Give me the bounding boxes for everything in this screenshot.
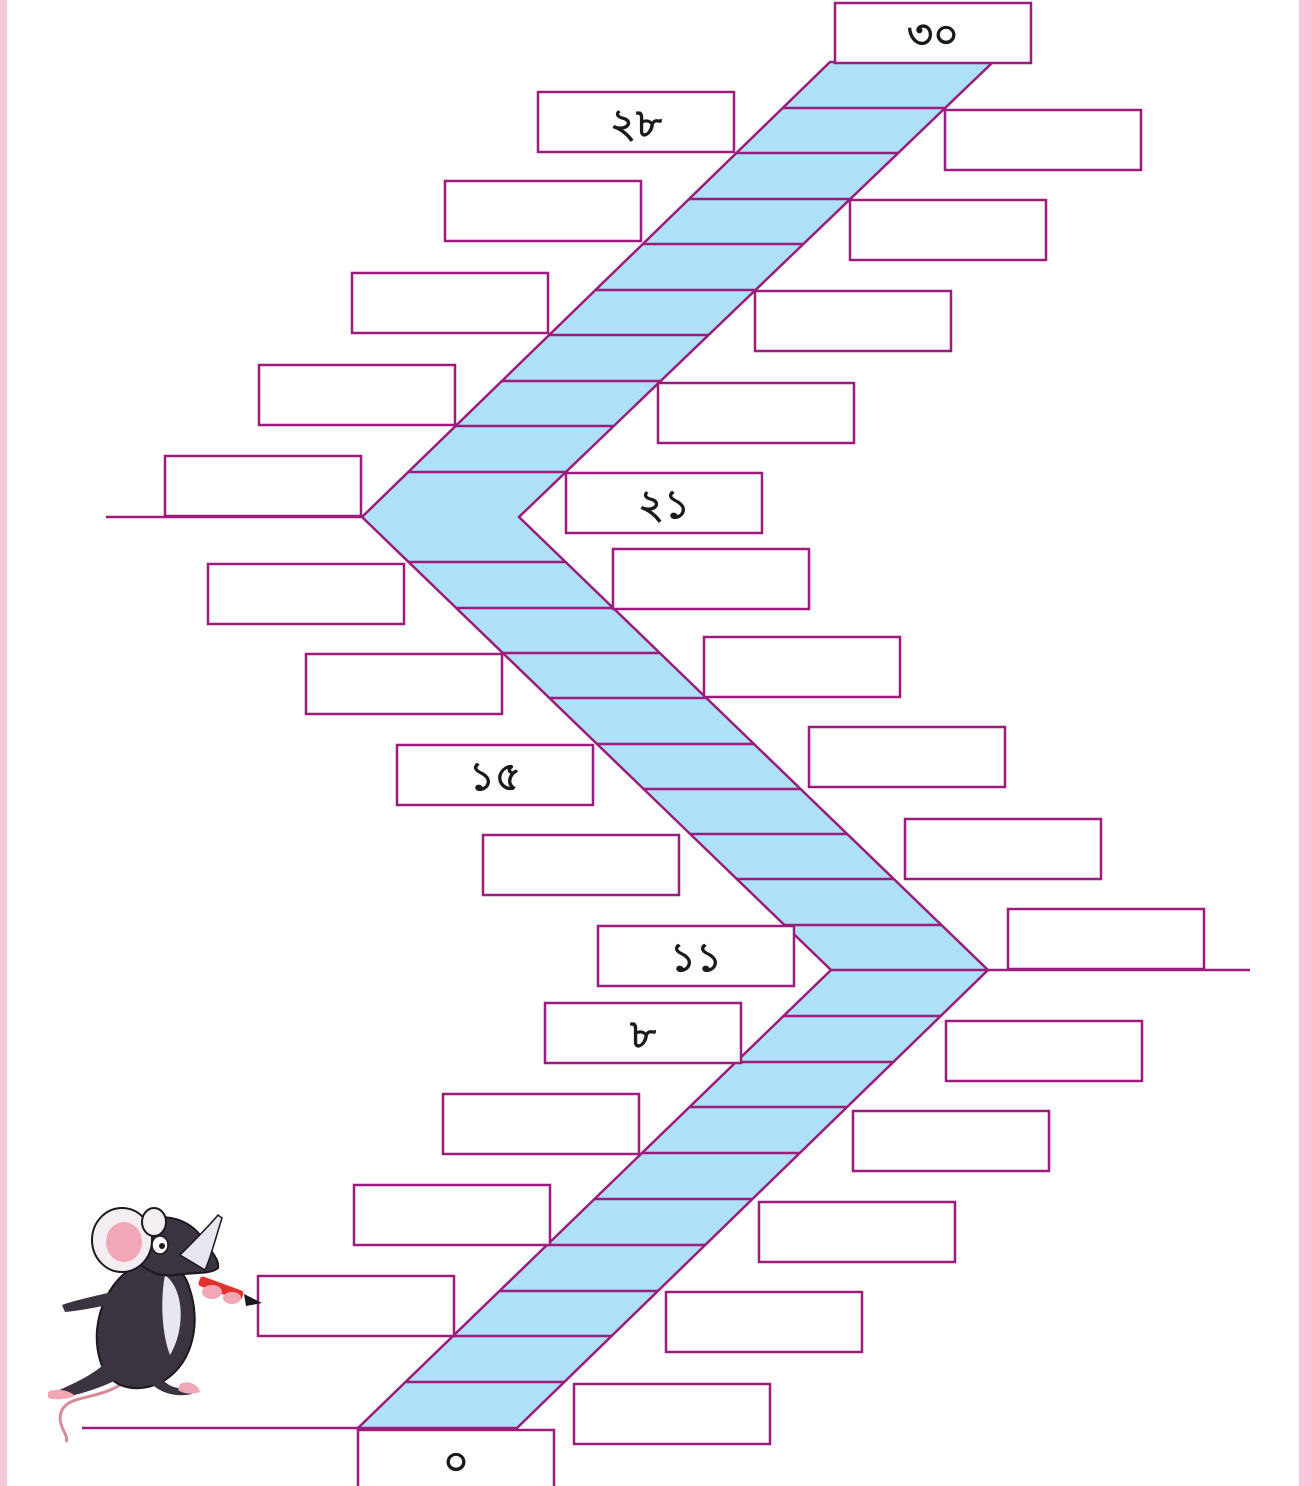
mouse-pupil — [159, 1243, 165, 1249]
number-box-given: ২১ — [566, 473, 762, 533]
number-box-frame[interactable] — [755, 291, 951, 351]
number-box-label: ২৮ — [610, 101, 663, 147]
number-box-blank[interactable] — [443, 1094, 639, 1154]
number-box-frame[interactable] — [574, 1384, 770, 1444]
number-box-frame[interactable] — [443, 1094, 639, 1154]
mouse-illustration — [48, 1208, 262, 1442]
number-box-given: ২৮ — [538, 92, 734, 152]
number-box-frame[interactable] — [352, 273, 548, 333]
number-box-frame[interactable] — [208, 564, 404, 624]
number-box-label: ০ — [443, 1439, 469, 1485]
number-box-blank[interactable] — [258, 1276, 454, 1336]
number-box-blank[interactable] — [574, 1384, 770, 1444]
page-left-border — [0, 0, 7, 1486]
number-box-frame[interactable] — [946, 1021, 1142, 1081]
number-box-frame[interactable] — [306, 654, 502, 714]
number-box-frame[interactable] — [905, 819, 1101, 879]
page-right-border — [1299, 0, 1312, 1486]
number-box-blank[interactable] — [259, 365, 455, 425]
number-box-blank[interactable] — [306, 654, 502, 714]
number-box-blank[interactable] — [445, 181, 641, 241]
number-box-given: ৮ — [545, 1003, 741, 1063]
number-box-blank[interactable] — [755, 291, 951, 351]
number-box-blank[interactable] — [352, 273, 548, 333]
number-box-blank[interactable] — [208, 564, 404, 624]
number-box-blank[interactable] — [483, 835, 679, 895]
number-box-label: ৮ — [629, 1012, 657, 1058]
number-box-frame[interactable] — [259, 365, 455, 425]
number-box-frame[interactable] — [850, 200, 1046, 260]
mouse-ear — [142, 1208, 166, 1236]
number-box-label: ৩০ — [907, 12, 959, 58]
number-box-label: ২১ — [638, 482, 690, 528]
number-box-frame[interactable] — [658, 383, 854, 443]
mouse-hand — [223, 1292, 241, 1304]
number-box-blank[interactable] — [850, 200, 1046, 260]
number-box-label: ১৫ — [469, 754, 521, 800]
number-box-frame[interactable] — [483, 835, 679, 895]
number-box-frame[interactable] — [445, 181, 641, 241]
number-box-given: ১১ — [598, 926, 794, 986]
number-box-frame[interactable] — [759, 1202, 955, 1262]
number-box-blank[interactable] — [759, 1202, 955, 1262]
number-box-frame[interactable] — [1008, 909, 1204, 969]
number-box-label: ১১ — [670, 935, 722, 981]
number-box-blank[interactable] — [666, 1292, 862, 1352]
number-box-blank[interactable] — [946, 1021, 1142, 1081]
number-box-blank[interactable] — [945, 110, 1141, 170]
number-box-frame[interactable] — [165, 456, 361, 516]
number-box-frame[interactable] — [666, 1292, 862, 1352]
number-box-frame[interactable] — [258, 1276, 454, 1336]
number-box-frame[interactable] — [945, 110, 1141, 170]
number-box-blank[interactable] — [704, 637, 900, 697]
number-box-given: ১৫ — [397, 745, 593, 805]
number-box-blank[interactable] — [1008, 909, 1204, 969]
number-box-frame[interactable] — [809, 727, 1005, 787]
number-box-frame[interactable] — [704, 637, 900, 697]
number-box-blank[interactable] — [658, 383, 854, 443]
number-box-blank[interactable] — [613, 549, 809, 609]
number-box-frame[interactable] — [853, 1111, 1049, 1171]
number-box-given: ০ — [358, 1430, 554, 1486]
number-box-frame[interactable] — [613, 549, 809, 609]
mouse-hand — [202, 1285, 222, 1299]
number-box-blank[interactable] — [165, 456, 361, 516]
number-box-blank[interactable] — [354, 1185, 550, 1245]
number-box-blank[interactable] — [809, 727, 1005, 787]
number-box-blank[interactable] — [853, 1111, 1049, 1171]
number-box-blank[interactable] — [905, 819, 1101, 879]
number-box-frame[interactable] — [354, 1185, 550, 1245]
mouse-ear-inner — [106, 1222, 142, 1262]
number-box-given: ৩০ — [835, 3, 1031, 63]
